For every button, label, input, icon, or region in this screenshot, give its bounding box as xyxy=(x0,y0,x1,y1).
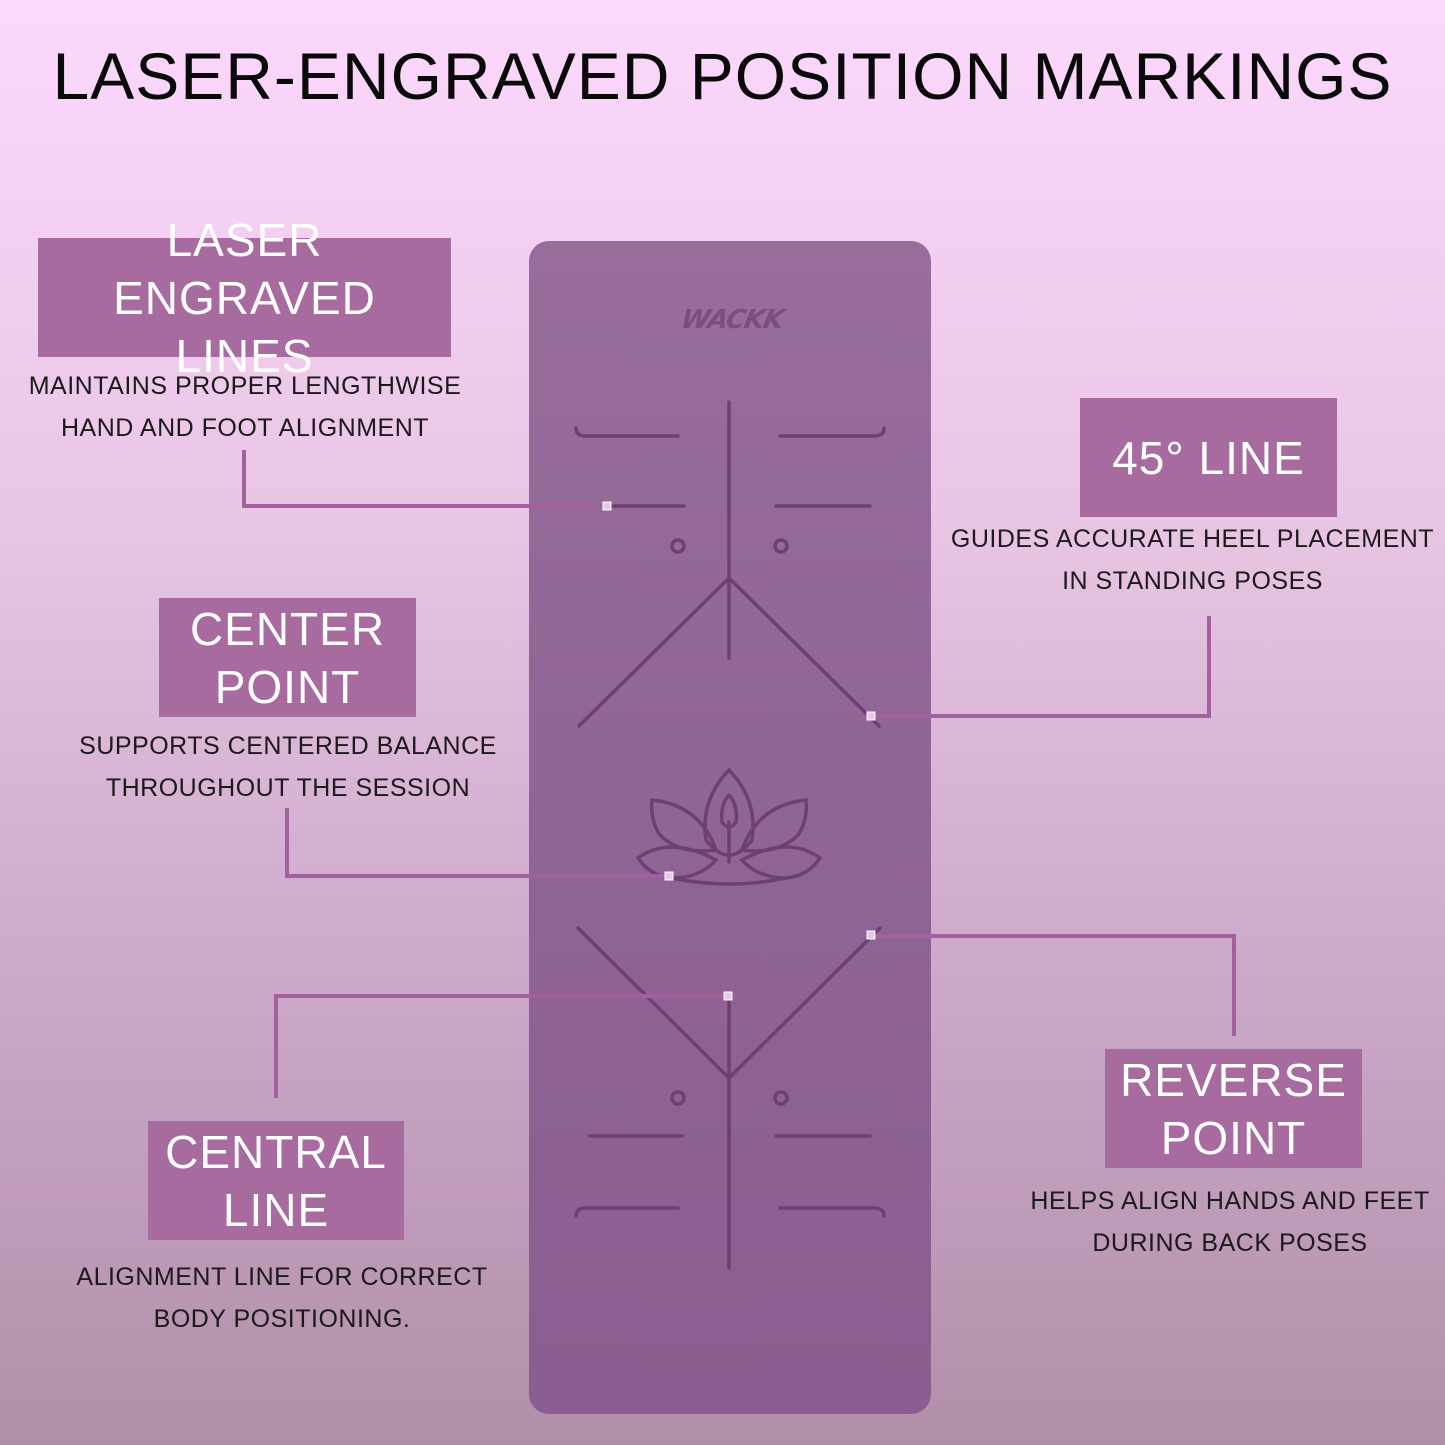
label-line: LINES xyxy=(175,329,314,382)
desc-line: THROUGHOUT THE SESSION xyxy=(105,774,471,802)
desc-line: ALIGNMENT LINE FOR CORRECT xyxy=(76,1263,488,1291)
yoga-mat-image xyxy=(529,241,931,1414)
brand-logo: WACKK xyxy=(678,305,786,335)
label-line: POINT xyxy=(214,660,361,713)
label-line: CENTRAL xyxy=(165,1125,387,1178)
desc-line: IN STANDING POSES xyxy=(1062,567,1323,595)
desc-line: SUPPORTS CENTERED BALANCE xyxy=(79,732,497,760)
desc-line: BODY POSITIONING. xyxy=(153,1305,411,1333)
label-central-line: CENTRAL LINE xyxy=(148,1121,404,1240)
label-line: LASER ENGRAVED xyxy=(113,213,376,324)
desc-45-line: GUIDES ACCURATE HEEL PLACEMENT IN STANDI… xyxy=(945,518,1440,602)
desc-line: HAND AND FOOT ALIGNMENT xyxy=(60,414,430,442)
desc-line: MAINTAINS PROPER LENGTHWISE xyxy=(28,372,462,400)
label-line: REVERSE xyxy=(1120,1053,1347,1106)
desc-line: HELPS ALIGN HANDS AND FEET xyxy=(1030,1187,1430,1215)
desc-line: GUIDES ACCURATE HEEL PLACEMENT xyxy=(950,525,1435,553)
label-center-point: CENTER POINT xyxy=(159,598,416,717)
desc-central-line: ALIGNMENT LINE FOR CORRECT BODY POSITION… xyxy=(40,1256,524,1340)
label-reverse-point: REVERSE POINT xyxy=(1105,1049,1362,1168)
desc-laser-engraved-lines: MAINTAINS PROPER LENGTHWISE HAND AND FOO… xyxy=(0,365,490,449)
page-title: LASER-ENGRAVED POSITION MARKINGS xyxy=(52,39,1393,113)
label-line: CENTER xyxy=(189,602,386,655)
label-45-line: 45° LINE xyxy=(1080,398,1337,517)
desc-line: DURING BACK POSES xyxy=(1092,1229,1368,1257)
desc-center-point: SUPPORTS CENTERED BALANCE THROUGHOUT THE… xyxy=(50,725,526,809)
desc-reverse-point: HELPS ALIGN HANDS AND FEET DURING BACK P… xyxy=(1018,1180,1442,1264)
label-line: LINE xyxy=(222,1183,330,1236)
label-laser-engraved-lines: LASER ENGRAVED LINES xyxy=(38,214,451,382)
label-line: POINT xyxy=(1160,1111,1307,1164)
label-line: 45° LINE xyxy=(1112,431,1305,484)
